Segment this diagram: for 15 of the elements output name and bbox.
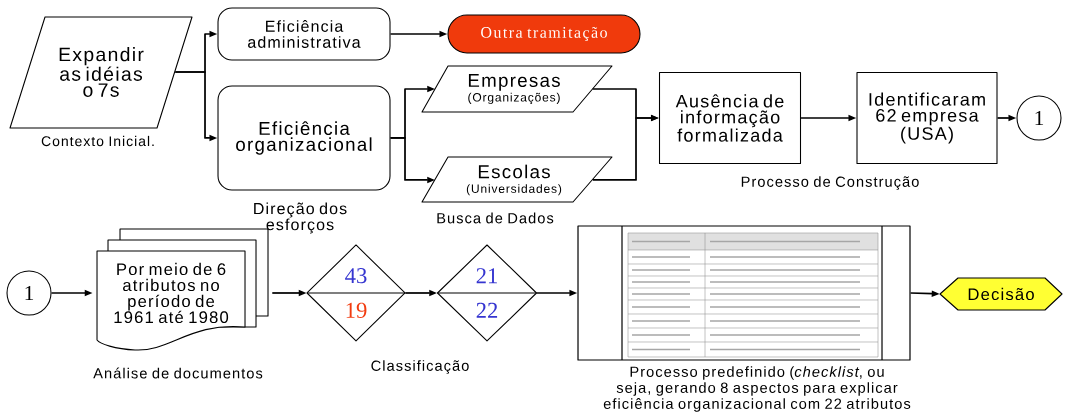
caption-text: Contexto Inicial.	[41, 135, 154, 147]
rounded-box: Eficiência administrativa	[217, 7, 391, 61]
caption-text: Análise de documentos	[93, 367, 263, 379]
process-box: Ausência de informação formalizada	[658, 71, 802, 165]
caption-text: Processo de Construção	[741, 176, 919, 190]
input-parallelogram: Escolas (Universidades)	[421, 156, 613, 203]
decision-hexagon: Decisão	[939, 277, 1063, 311]
caption-text: Classificação	[371, 360, 469, 374]
process-box: Identificaram 62 empresa (USA)	[856, 71, 998, 165]
predefined-process-box	[577, 225, 911, 361]
caption-text: Processo predefinido (checklist, ou seja, gerando 8 aspectos para explicar eficiência organizacional com 22 atributos	[603, 366, 911, 412]
rounded-box: Eficiência organizacional	[217, 85, 391, 191]
input-parallelogram: Expandir as idéias o 7s	[9, 16, 193, 129]
caption-text: Busca de Dados	[437, 212, 554, 224]
input-parallelogram: Empresas (Organizações)	[421, 65, 613, 113]
